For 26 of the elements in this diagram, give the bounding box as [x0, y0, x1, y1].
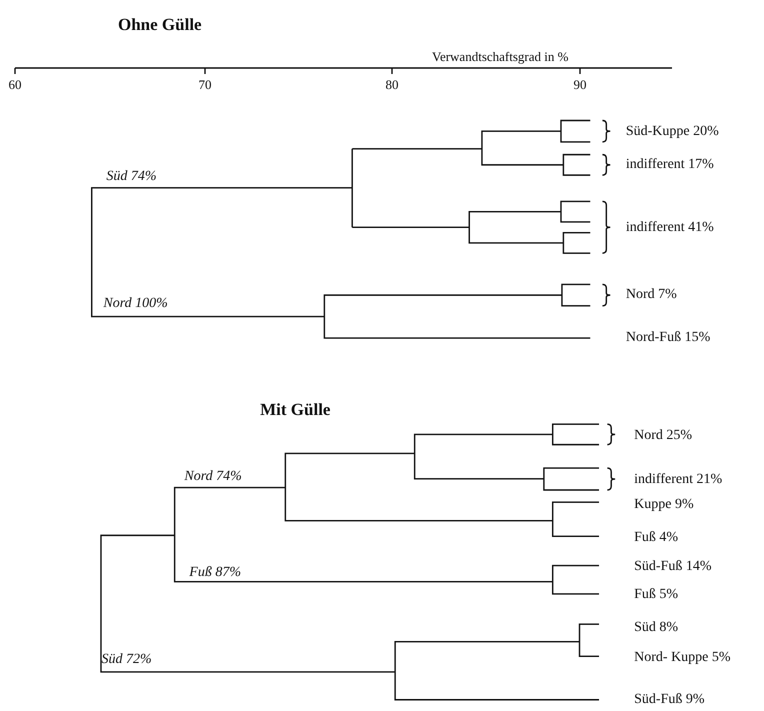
cluster-label: Süd-Fuß 9%	[634, 692, 705, 708]
chart-heading: Mit Gülle	[260, 400, 330, 420]
chart-heading: Ohne Gülle	[118, 15, 202, 35]
branch-label: Nord 100%	[103, 296, 168, 312]
cluster-label: Süd-Kuppe 20%	[626, 124, 719, 140]
branch-label: Süd 74%	[106, 169, 156, 186]
cluster-label: Nord- Kuppe 5%	[634, 650, 731, 666]
branch-label: Nord 74%	[184, 468, 242, 485]
axis-title: Verwandtschaftsgrad in %	[432, 49, 568, 65]
tick-label: 90	[574, 77, 586, 93]
branch-label: Süd 72%	[101, 652, 152, 668]
cluster-label: Kuppe 9%	[634, 497, 694, 514]
tick-label: 70	[198, 77, 212, 93]
cluster-label: Nord-Fuß 15%	[626, 330, 710, 346]
cluster-label: Fuß 4%	[634, 530, 678, 546]
cluster-label: indifferent 21%	[634, 472, 722, 488]
cluster-label: indifferent 17%	[626, 156, 714, 173]
tick-label: 80	[386, 77, 398, 93]
cluster-label: Nord 25%	[634, 428, 692, 444]
cluster-label: Nord 7%	[626, 287, 677, 304]
branch-label: Fuß 87%	[189, 564, 241, 581]
cluster-label: Süd 8%	[634, 620, 678, 636]
cluster-label: Süd-Fuß 14%	[634, 559, 712, 576]
cluster-label: Fuß 5%	[634, 586, 678, 603]
tick-label: 60	[8, 77, 22, 93]
cluster-label: indifferent 41%	[626, 220, 714, 236]
